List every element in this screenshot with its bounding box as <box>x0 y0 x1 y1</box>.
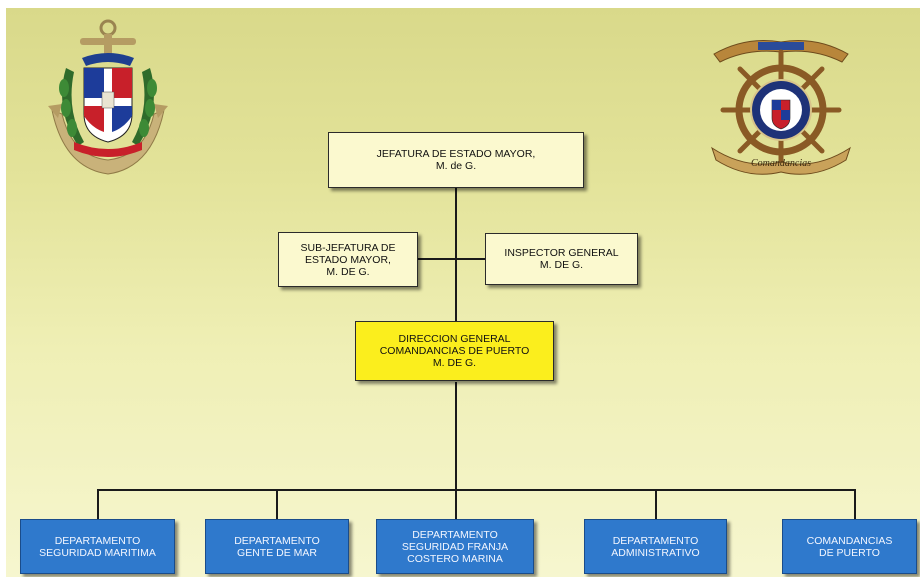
departamento-administrativo-box: DEPARTAMENTO ADMINISTRATIVO <box>584 519 727 574</box>
dept-4-line2: ADMINISTRATIVO <box>611 546 700 559</box>
comandancias-de-puerto-box: COMANDANCIAS DE PUERTO <box>782 519 917 574</box>
departamento-gente-de-mar-box: DEPARTAMENTO GENTE DE MAR <box>205 519 349 574</box>
dept-2-line1: DEPARTAMENTO <box>234 534 320 547</box>
dept-3-line3: COSTERO MARINA <box>407 552 503 565</box>
inspector-line1: INSPECTOR GENERAL <box>504 247 619 259</box>
departamento-seguridad-franja-box: DEPARTAMENTO SEGURIDAD FRANJA COSTERO MA… <box>376 519 534 574</box>
jefatura-line2: M. de G. <box>435 160 477 172</box>
dept-1-line1: DEPARTAMENTO <box>54 534 141 547</box>
org-chart-slide: Comandancias JEFATURA DE ESTADO MAYOR, M… <box>6 8 920 577</box>
jefatura-estado-mayor-box: JEFATURA DE ESTADO MAYOR, M. de G. <box>328 132 584 188</box>
ship-wheel-emblem-icon: Comandancias <box>711 40 851 175</box>
sub-jefatura-line2: ESTADO MAYOR, <box>305 253 391 266</box>
connector-side-branch <box>418 258 486 260</box>
dept-2-line2: GENTE DE MAR <box>237 546 317 559</box>
sub-jefatura-line1: SUB-JEFATURA DE <box>300 241 396 254</box>
connector-drop-2 <box>276 489 278 520</box>
inspector-general-box: INSPECTOR GENERAL M. DE G. <box>485 233 638 285</box>
connector-bottom-bus <box>97 489 856 491</box>
connector-drop-1 <box>97 489 99 520</box>
dept-3-line2: SEGURIDAD FRANJA <box>401 540 509 553</box>
dept-1-line2: SEGURIDAD MARITIMA <box>39 546 156 559</box>
sub-jefatura-box: SUB-JEFATURA DE ESTADO MAYOR, M. DE G. <box>278 232 418 287</box>
direccion-line2: COMANDANCIAS DE PUERTO <box>379 345 530 357</box>
dept-5-line1: COMANDANCIAS <box>806 534 893 547</box>
departamento-seguridad-maritima-box: DEPARTAMENTO SEGURIDAD MARITIMA <box>20 519 175 574</box>
emblem-ribbon-text: Comandancias <box>751 158 811 169</box>
connector-lower-trunk <box>455 382 457 490</box>
navy-coat-of-arms-icon <box>48 19 168 175</box>
connector-drop-4 <box>655 489 657 520</box>
dept-5-line2: DE PUERTO <box>819 546 880 559</box>
dept-4-line1: DEPARTAMENTO <box>612 534 699 547</box>
dept-3-line1: DEPARTAMENTO <box>412 528 498 541</box>
sub-jefatura-line3: M. DE G. <box>326 265 370 278</box>
direccion-line1: DIRECCION GENERAL <box>398 333 511 345</box>
connector-drop-3 <box>455 489 457 520</box>
connector-top-trunk <box>455 188 457 332</box>
jefatura-line1: JEFATURA DE ESTADO MAYOR, <box>376 148 536 160</box>
inspector-line2: M. DE G. <box>539 259 584 271</box>
direccion-general-box: DIRECCION GENERAL COMANDANCIAS DE PUERTO… <box>355 321 554 381</box>
connector-drop-5 <box>854 489 856 520</box>
direccion-line3: M. DE G. <box>432 357 477 369</box>
